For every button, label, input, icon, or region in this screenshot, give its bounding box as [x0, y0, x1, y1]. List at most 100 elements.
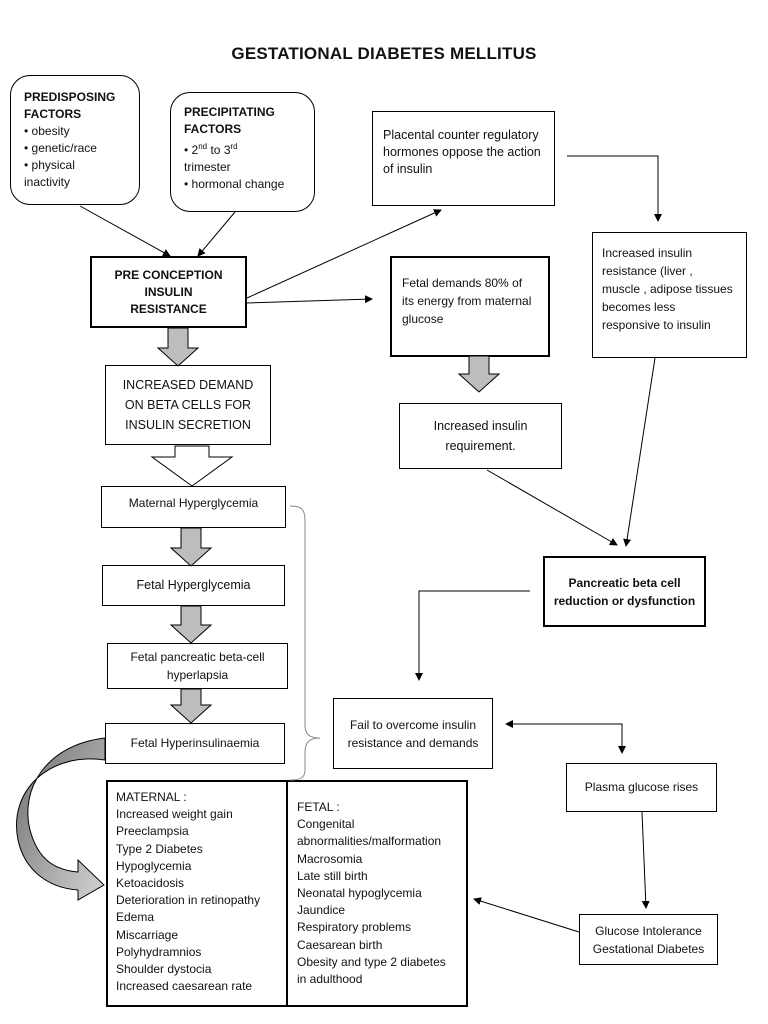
block-arrow-1: [156, 327, 200, 367]
predisposing-factors-box: PREDISPOSING FACTORS obesity genetic/rac…: [10, 75, 140, 205]
brace: [289, 505, 321, 781]
insulin-resistance-line: Increased insulin: [602, 246, 693, 260]
pancreatic-dysfunction-line: Pancreatic beta cell: [568, 575, 681, 590]
increased-requirement-line: requirement.: [445, 439, 516, 453]
precipitating-item-trimester-tail: trimester: [184, 160, 231, 174]
arrow-requirement-to-pancreatic: [486, 469, 618, 546]
fetal-complications: FETAL : Congenital abnormalities/malform…: [297, 799, 467, 988]
placental-line: of insulin: [383, 162, 433, 176]
block-arrow-5: [457, 355, 501, 393]
increased-demand-line: ON BETA CELLS FOR: [124, 398, 252, 412]
arrow-pancreatic-to-fail: [415, 590, 530, 681]
arrow-precipitating-to-preconception: [197, 211, 236, 257]
precipitating-item-hormonal: • hormonal change: [184, 177, 285, 191]
fetal-demands-box: Fetal demands 80% of its energy from mat…: [390, 256, 550, 357]
fail-to-overcome-line: resistance and demands: [347, 735, 479, 750]
insulin-resistance-line: becomes less: [602, 300, 676, 314]
block-arrow-4: [169, 688, 213, 724]
arrow-placental-to-insulin-resistance: [567, 155, 662, 222]
increased-demand-box: INCREASED DEMAND ON BETA CELLS FOR INSUL…: [105, 365, 271, 445]
maternal-item: Increased caesarean rate: [116, 979, 253, 994]
increased-requirement-box: Increased insulin requirement.: [399, 403, 562, 469]
precipitating-item-trimester: • 2nd to 3rd: [184, 142, 238, 157]
arrow-fail-to-plasma: [518, 723, 626, 754]
maternal-item: Type 2 Diabetes: [116, 841, 203, 856]
predisposing-heading-2: FACTORS: [24, 107, 82, 121]
fetal-item: Congenital: [297, 817, 355, 832]
maternal-item: Polyhydramnios: [116, 944, 202, 959]
preconception-line: PRE CONCEPTION: [114, 267, 223, 282]
placental-line: hormones oppose the action: [383, 145, 541, 159]
arrow-preconception-to-fetal-demands: [246, 295, 373, 304]
arrow-intolerance-to-fetal: [473, 897, 580, 933]
fetal-complications-divider: [286, 782, 288, 1005]
glucose-intolerance-line: Gestational Diabetes: [592, 941, 705, 956]
maternal-item: Increased weight gain: [116, 807, 233, 822]
maternal-item: Preeclampsia: [116, 824, 189, 839]
fetal-item: Respiratory problems: [297, 920, 412, 935]
glucose-intolerance-line: Glucose Intolerance: [595, 923, 702, 938]
maternal-item: Shoulder dystocia: [116, 962, 212, 977]
increased-demand-line: INSULIN SECRETION: [125, 418, 251, 432]
placental-hormones-box: Placental counter regulatory hormones op…: [372, 111, 555, 206]
block-arrow-2: [169, 527, 213, 567]
increased-requirement-line: Increased insulin: [433, 419, 528, 433]
fail-to-overcome-line: Fail to overcome insulin: [349, 717, 477, 732]
fetal-item: abnormalities/malformation: [297, 834, 442, 849]
insulin-resistance-line: muscle , adipose tissues: [602, 282, 733, 296]
precipitating-factors-box: PRECIPITATING FACTORS • 2nd to 3rd trime…: [170, 92, 315, 212]
predisposing-item: genetic/race: [24, 140, 139, 157]
page-title: GESTATIONAL DIABETES MELLITUS: [231, 44, 537, 63]
maternal-heading: MATERNAL :: [116, 790, 187, 804]
curved-arrow: [16, 737, 106, 901]
fail-to-overcome-box: Fail to overcome insulin resistance and …: [333, 698, 493, 769]
fetal-hyperglycemia-box: Fetal Hyperglycemia: [102, 565, 285, 606]
glucose-intolerance-box: Glucose Intolerance Gestational Diabetes: [579, 914, 718, 965]
fetal-demands-line: its energy from maternal: [402, 294, 532, 308]
fetal-hyperplasia-line: hyperlapsia: [166, 668, 229, 682]
fetal-hyperinsulinaemia-label: Fetal Hyperinsulinaemia: [130, 736, 260, 750]
insulin-resistance-line: responsive to insulin: [602, 318, 711, 332]
fetal-item: Macrosomia: [297, 851, 363, 866]
fetal-demands-line: Fetal demands 80% of: [402, 276, 523, 290]
fetal-item: Jaundice: [297, 903, 346, 918]
arrow-predisposing-to-preconception: [79, 205, 171, 257]
increased-demand-line: INCREASED DEMAND: [122, 378, 254, 392]
predisposing-item: physical: [24, 157, 139, 174]
plasma-glucose-box: Plasma glucose rises: [566, 763, 717, 812]
arrow-insulin-resistance-to-pancreatic: [623, 357, 656, 547]
preconception-insulin-resistance-box: PRE CONCEPTION INSULIN RESISTANCE: [90, 256, 247, 328]
complications-box: MATERNAL : Increased weight gain Preecla…: [106, 780, 468, 1007]
precipitating-heading-2: FACTORS: [184, 122, 242, 136]
fetal-item: Caesarean birth: [297, 937, 383, 952]
pancreatic-dysfunction-line: reduction or dysfunction: [553, 593, 696, 608]
fetal-item: Obesity and type 2 diabetes: [297, 954, 446, 969]
preconception-line: RESISTANCE: [130, 301, 207, 316]
block-arrow-hollow: [150, 445, 234, 487]
maternal-hyperglycemia-label: Maternal Hyperglycemia: [128, 495, 259, 510]
fetal-item: Late still birth: [297, 868, 368, 883]
preconception-line: INSULIN: [144, 284, 193, 299]
fetal-hyperglycemia-label: Fetal Hyperglycemia: [136, 578, 251, 592]
predisposing-item: obesity: [24, 123, 139, 140]
fetal-hyperinsulinaemia-box: Fetal Hyperinsulinaemia: [105, 723, 285, 764]
fetal-heading: FETAL :: [297, 800, 340, 814]
maternal-item: Deterioration in retinopathy: [116, 893, 261, 908]
maternal-item: Miscarriage: [116, 927, 179, 942]
fetal-demands-line: glucose: [402, 312, 444, 326]
insulin-resistance-line: resistance (liver ,: [602, 264, 693, 278]
arrow-preconception-to-placental: [246, 209, 442, 299]
maternal-item: Edema: [116, 910, 155, 925]
increased-insulin-resistance-box: Increased insulin resistance (liver , mu…: [592, 232, 747, 358]
placental-line: Placental counter regulatory: [383, 128, 539, 142]
plasma-glucose-label: Plasma glucose rises: [584, 780, 699, 794]
maternal-item: Hypoglycemia: [116, 858, 192, 873]
precipitating-heading-1: PRECIPITATING: [184, 105, 275, 119]
pancreatic-dysfunction-box: Pancreatic beta cell reduction or dysfun…: [543, 556, 706, 627]
maternal-complications: MATERNAL : Increased weight gain Preecla…: [116, 789, 286, 995]
fetal-hyperplasia-line: Fetal pancreatic beta-cell: [130, 650, 265, 664]
arrow-plasma-to-intolerance: [641, 811, 650, 909]
predisposing-item-tail: inactivity: [24, 175, 71, 189]
predisposing-heading-1: PREDISPOSING: [24, 90, 116, 104]
